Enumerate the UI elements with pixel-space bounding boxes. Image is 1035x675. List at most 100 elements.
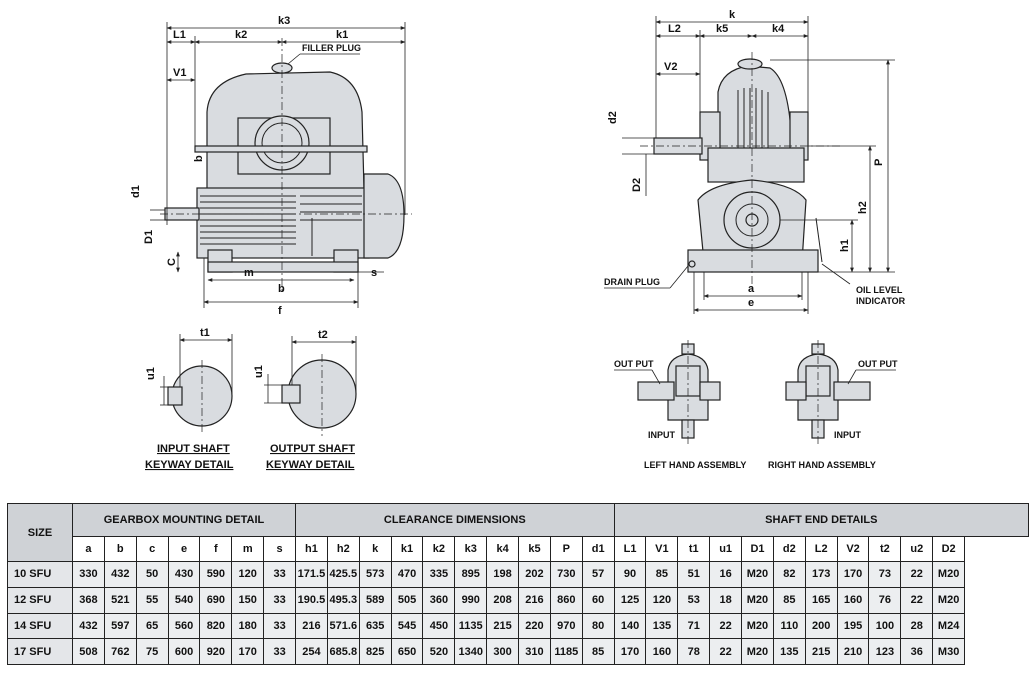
table-cell: 825 (358, 638, 392, 665)
table-cell: 368 (72, 586, 105, 614)
table-cell: M20 (741, 638, 774, 665)
dim-label-L2: L2 (668, 23, 681, 35)
table-cell: 198 (486, 561, 520, 588)
dim-label-b: b (278, 283, 285, 295)
column-header-h1: h1 (295, 536, 328, 562)
table-cell: M20 (741, 561, 774, 588)
table-cell: M30 (932, 638, 966, 665)
column-header-f: f (199, 536, 233, 562)
table-cell: 970 (549, 612, 583, 640)
table-cell: 180 (231, 612, 265, 640)
table-cell: 65 (135, 612, 169, 640)
table-cell: 22 (709, 638, 743, 665)
column-header-s: s (263, 536, 297, 562)
column-header-h2: h2 (326, 536, 360, 562)
output-keyway-detail: t2 u1 OUTPUT SHAFT KEYWAY DETAIL (253, 329, 357, 471)
dim-label-d1: d1 (130, 185, 142, 198)
output-keyway-title-2: KEYWAY DETAIL (266, 459, 355, 471)
column-header-u1: u1 (709, 536, 743, 562)
table-cell: 170 (231, 638, 265, 665)
table-cell: 762 (103, 638, 137, 665)
side-top-cap (737, 58, 763, 70)
table-cell: 85 (645, 561, 679, 588)
table-cell: 508 (72, 638, 105, 665)
right-output-label: OUT PUT (858, 359, 898, 369)
input-keyway-title-2: KEYWAY DETAIL (145, 459, 234, 471)
table-cell: 135 (645, 612, 679, 640)
table-cell: 310 (518, 638, 551, 665)
row-size-label: 17 SFU (7, 638, 73, 665)
table-cell: 171.5 (295, 561, 328, 588)
gearbox-drawing: k3 L1 k2 k1 V1 FILLER PLUG d1 D1 C b m b… (130, 9, 906, 471)
dim-label-a: a (748, 283, 755, 295)
column-header-d1: d1 (581, 536, 615, 562)
front-output-shaft (194, 145, 368, 153)
table-cell: 430 (167, 561, 201, 588)
column-header-t2: t2 (868, 536, 902, 562)
front-view: k3 L1 k2 k1 V1 FILLER PLUG d1 D1 C b m b… (130, 15, 412, 317)
table-cell: 990 (454, 586, 488, 614)
table-cell: 110 (772, 612, 806, 640)
table-cell: 140 (613, 612, 647, 640)
side-worm-housing (717, 65, 793, 151)
dim-label-t2: t2 (318, 329, 328, 341)
table-cell: 71 (677, 612, 711, 640)
table-cell: 545 (390, 612, 424, 640)
dim-label-k4: k4 (772, 23, 785, 35)
table-cell: 1340 (454, 638, 488, 665)
table-cell: 597 (103, 612, 137, 640)
table-cell: 80 (581, 612, 615, 640)
table-cell: 590 (199, 561, 233, 588)
table-cell: 432 (72, 612, 105, 640)
table-cell: 520 (422, 638, 456, 665)
table-cell: 195 (836, 612, 870, 640)
table-cell: 920 (199, 638, 233, 665)
row-size-label: 10 SFU (7, 561, 73, 588)
table-cell: 173 (804, 561, 838, 588)
column-header-u2: u2 (900, 536, 934, 562)
table-cell: 650 (390, 638, 424, 665)
table-cell: 215 (486, 612, 520, 640)
table-cell: 600 (167, 638, 201, 665)
table-cell: 432 (103, 561, 137, 588)
table-cell: 85 (772, 586, 806, 614)
column-header-d1: D1 (741, 536, 774, 562)
table-cell: 33 (263, 612, 297, 640)
right-hand-assembly-title: RIGHT HAND ASSEMBLY (768, 460, 876, 470)
table-cell: 75 (135, 638, 169, 665)
table-cell: 300 (486, 638, 520, 665)
table-cell: 22 (709, 612, 743, 640)
table-cell: 100 (868, 612, 902, 640)
table-cell: 540 (167, 586, 201, 614)
table-cell: 521 (103, 586, 137, 614)
table-cell: M20 (932, 586, 966, 614)
table-cell: 125 (613, 586, 647, 614)
table-cell: 36 (900, 638, 934, 665)
table-cell: 73 (868, 561, 902, 588)
dim-label-u1-output: u1 (253, 365, 265, 378)
table-cell: 60 (581, 586, 615, 614)
column-header-k4: k4 (486, 536, 520, 562)
dim-label-D2: D2 (631, 178, 643, 192)
dim-label-m: m (244, 267, 254, 279)
left-output-label: OUT PUT (614, 359, 654, 369)
table-cell: 16 (709, 561, 743, 588)
dim-label-V1: V1 (173, 67, 186, 79)
dim-label-P: P (873, 159, 885, 166)
table-cell: 425.5 (326, 561, 360, 588)
table-cell: 685.8 (326, 638, 360, 665)
table-cell: 571.6 (326, 612, 360, 640)
table-cell: 82 (772, 561, 806, 588)
table-cell: 860 (549, 586, 583, 614)
table-cell: 135 (772, 638, 806, 665)
table-cell: 33 (263, 561, 297, 588)
dim-label-u1-input: u1 (145, 367, 157, 380)
side-view: k L2 k5 k4 V2 d2 D2 P h2 h1 a e DRAIN PL… (604, 9, 906, 314)
dim-label-k: k (729, 9, 736, 21)
column-header-p: P (549, 536, 583, 562)
table-group-header-row: SIZE GEARBOX MOUNTING DETAIL CLEARANCE D… (7, 503, 1030, 562)
table-cell: 57 (581, 561, 615, 588)
dim-label-f: f (278, 305, 282, 317)
